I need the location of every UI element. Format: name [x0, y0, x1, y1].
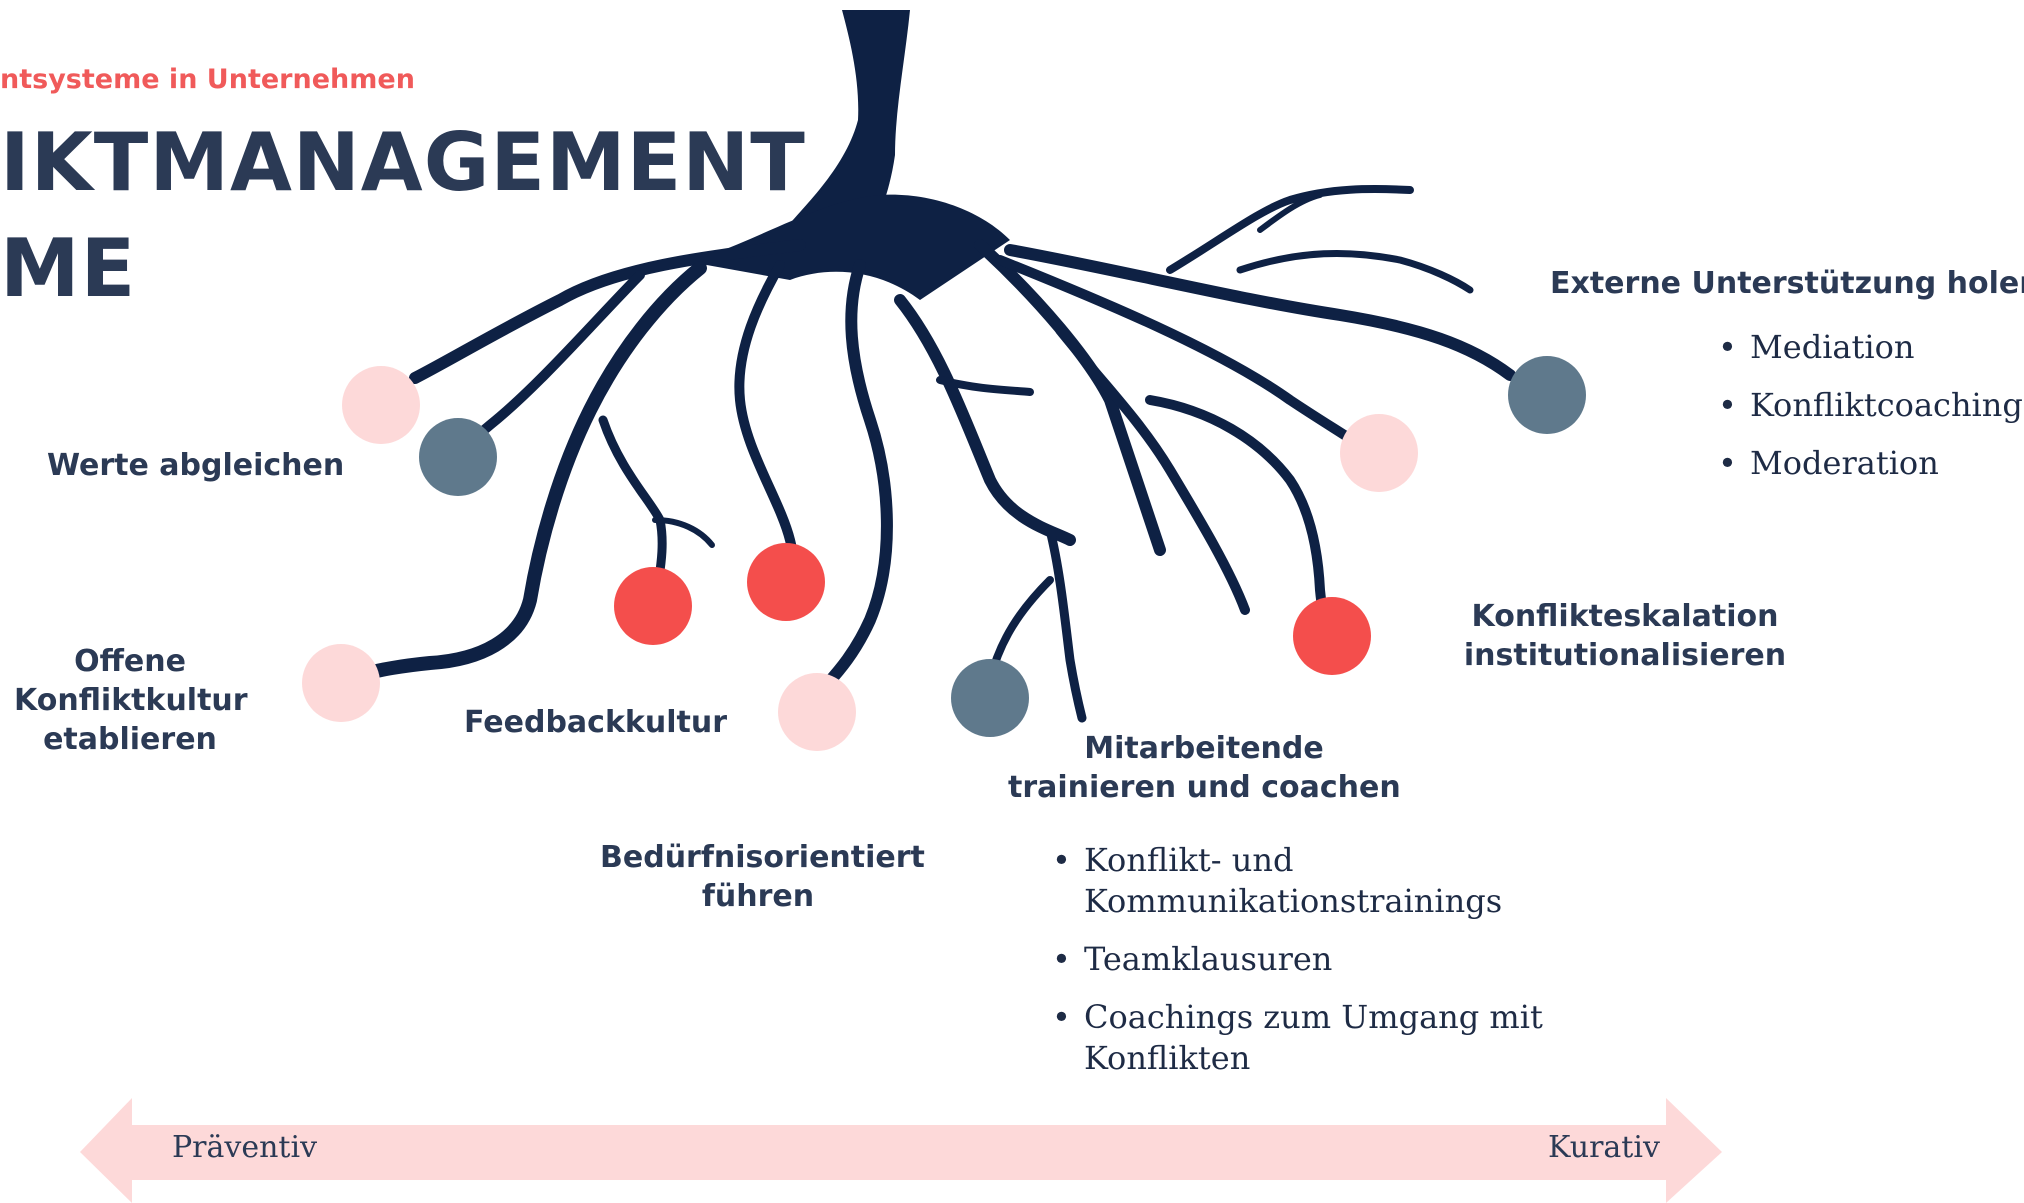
label-extern-text: Externe Unterstützung holen — [1550, 266, 2024, 301]
list-item: Konfliktcoaching — [1716, 385, 2023, 426]
list-item: Mediation — [1716, 327, 2023, 368]
list-item: Coachings zum Umgang mit Konflikten — [1050, 997, 1543, 1079]
page-title-line-1: IKTMANAGEMENT — [0, 116, 806, 209]
mitarbeitende-item-2: Teamklausuren — [1084, 940, 1333, 978]
root-branch — [1045, 525, 1087, 723]
label-offene-line-1: Offene — [74, 644, 186, 679]
node-pink-werte — [342, 366, 420, 444]
root-branch — [936, 376, 1034, 396]
node-slate-extern — [1508, 356, 1586, 434]
mitarbeitende-item-1-line-2: Kommunikationstrainings — [1084, 882, 1503, 920]
root-branch — [1055, 325, 1250, 615]
root-branch — [816, 259, 893, 696]
label-externe-unterstuetzung: Externe Unterstützung holen — [1550, 264, 2024, 303]
root-branch — [974, 239, 1166, 556]
label-feedbackkultur: Feedbackkultur — [464, 703, 727, 742]
label-beduerfnisorientiert: Bedürfnisorientiert führen — [600, 838, 925, 916]
mitarbeitende-item-1-line-1: Konflikt- und — [1084, 841, 1294, 879]
label-beduerfnis-line-1: Bedürfnisorientiert — [600, 840, 925, 875]
extern-item-konfliktcoaching: Konfliktcoaching — [1750, 386, 2023, 424]
label-mitarbeitende: Mitarbeitende trainieren und coachen — [1008, 729, 1401, 807]
label-konflikteskalation: Konflikteskalation institutionalisieren — [1460, 597, 1790, 675]
list-item: Moderation — [1716, 443, 2023, 484]
label-offene-konfliktkultur: Offene Konfliktkultur etablieren — [14, 642, 248, 759]
root-branch — [409, 239, 806, 384]
label-offene-line-3: etablieren — [43, 722, 217, 757]
arrow-shape — [80, 1098, 1722, 1203]
axis-label-preventive: Präventiv — [172, 1130, 318, 1165]
subtitle: ntsysteme in Unternehmen — [0, 64, 415, 95]
list-item: Konflikt- und Kommunikationstrainings — [1050, 840, 1543, 922]
label-eskalation-line-1: Konflikteskalation — [1471, 599, 1779, 634]
extern-item-moderation: Moderation — [1750, 444, 1939, 482]
label-beduerfnis-line-2: führen — [701, 879, 815, 914]
root-trunk — [780, 10, 910, 235]
root-branch — [652, 517, 715, 548]
label-eskalation-line-2: institutionalisieren — [1463, 638, 1787, 673]
node-red-beduerfnis — [747, 543, 825, 621]
list-item: Teamklausuren — [1050, 939, 1543, 980]
mitarbeitende-bullet-list: Konflikt- und Kommunikationstrainings Te… — [1050, 840, 1543, 1096]
root-branch — [366, 261, 707, 679]
label-offene-line-2: Konfliktkultur — [14, 683, 248, 718]
extern-item-mediation: Mediation — [1750, 328, 1915, 366]
root-branch — [1257, 192, 1323, 233]
root-branch — [1236, 249, 1474, 294]
node-pink-offene — [302, 644, 380, 722]
label-feedback-text: Feedbackkultur — [464, 705, 727, 740]
node-pink-eskalation — [1340, 414, 1418, 492]
node-slate-mitarbeitende — [951, 659, 1029, 737]
node-red-feedback — [614, 567, 692, 645]
axis-label-curative: Kurativ — [1548, 1130, 1660, 1165]
node-red-eskalation — [1293, 597, 1371, 675]
root-branch — [1166, 185, 1414, 274]
root-branch — [894, 294, 1076, 546]
mitarbeitende-item-3-line-1: Coachings zum Umgang mit — [1084, 998, 1543, 1036]
mitarbeitende-item-3-line-2: Konflikten — [1084, 1039, 1251, 1077]
label-werte-text: Werte abgleichen — [47, 448, 345, 483]
root-branch — [995, 255, 1360, 447]
label-werte-abgleichen: Werte abgleichen — [47, 446, 344, 485]
label-mitarbeitende-line-1: Mitarbeitende — [1084, 731, 1324, 766]
label-mitarbeitende-line-2: trainieren und coachen — [1008, 770, 1401, 805]
node-pink-beduerfnis — [778, 673, 856, 751]
root-branch — [1004, 244, 1516, 381]
extern-bullet-list: Mediation Konfliktcoaching Moderation — [1716, 327, 2023, 501]
page-title-line-2: ME — [0, 222, 137, 315]
node-slate-werte — [419, 418, 497, 496]
